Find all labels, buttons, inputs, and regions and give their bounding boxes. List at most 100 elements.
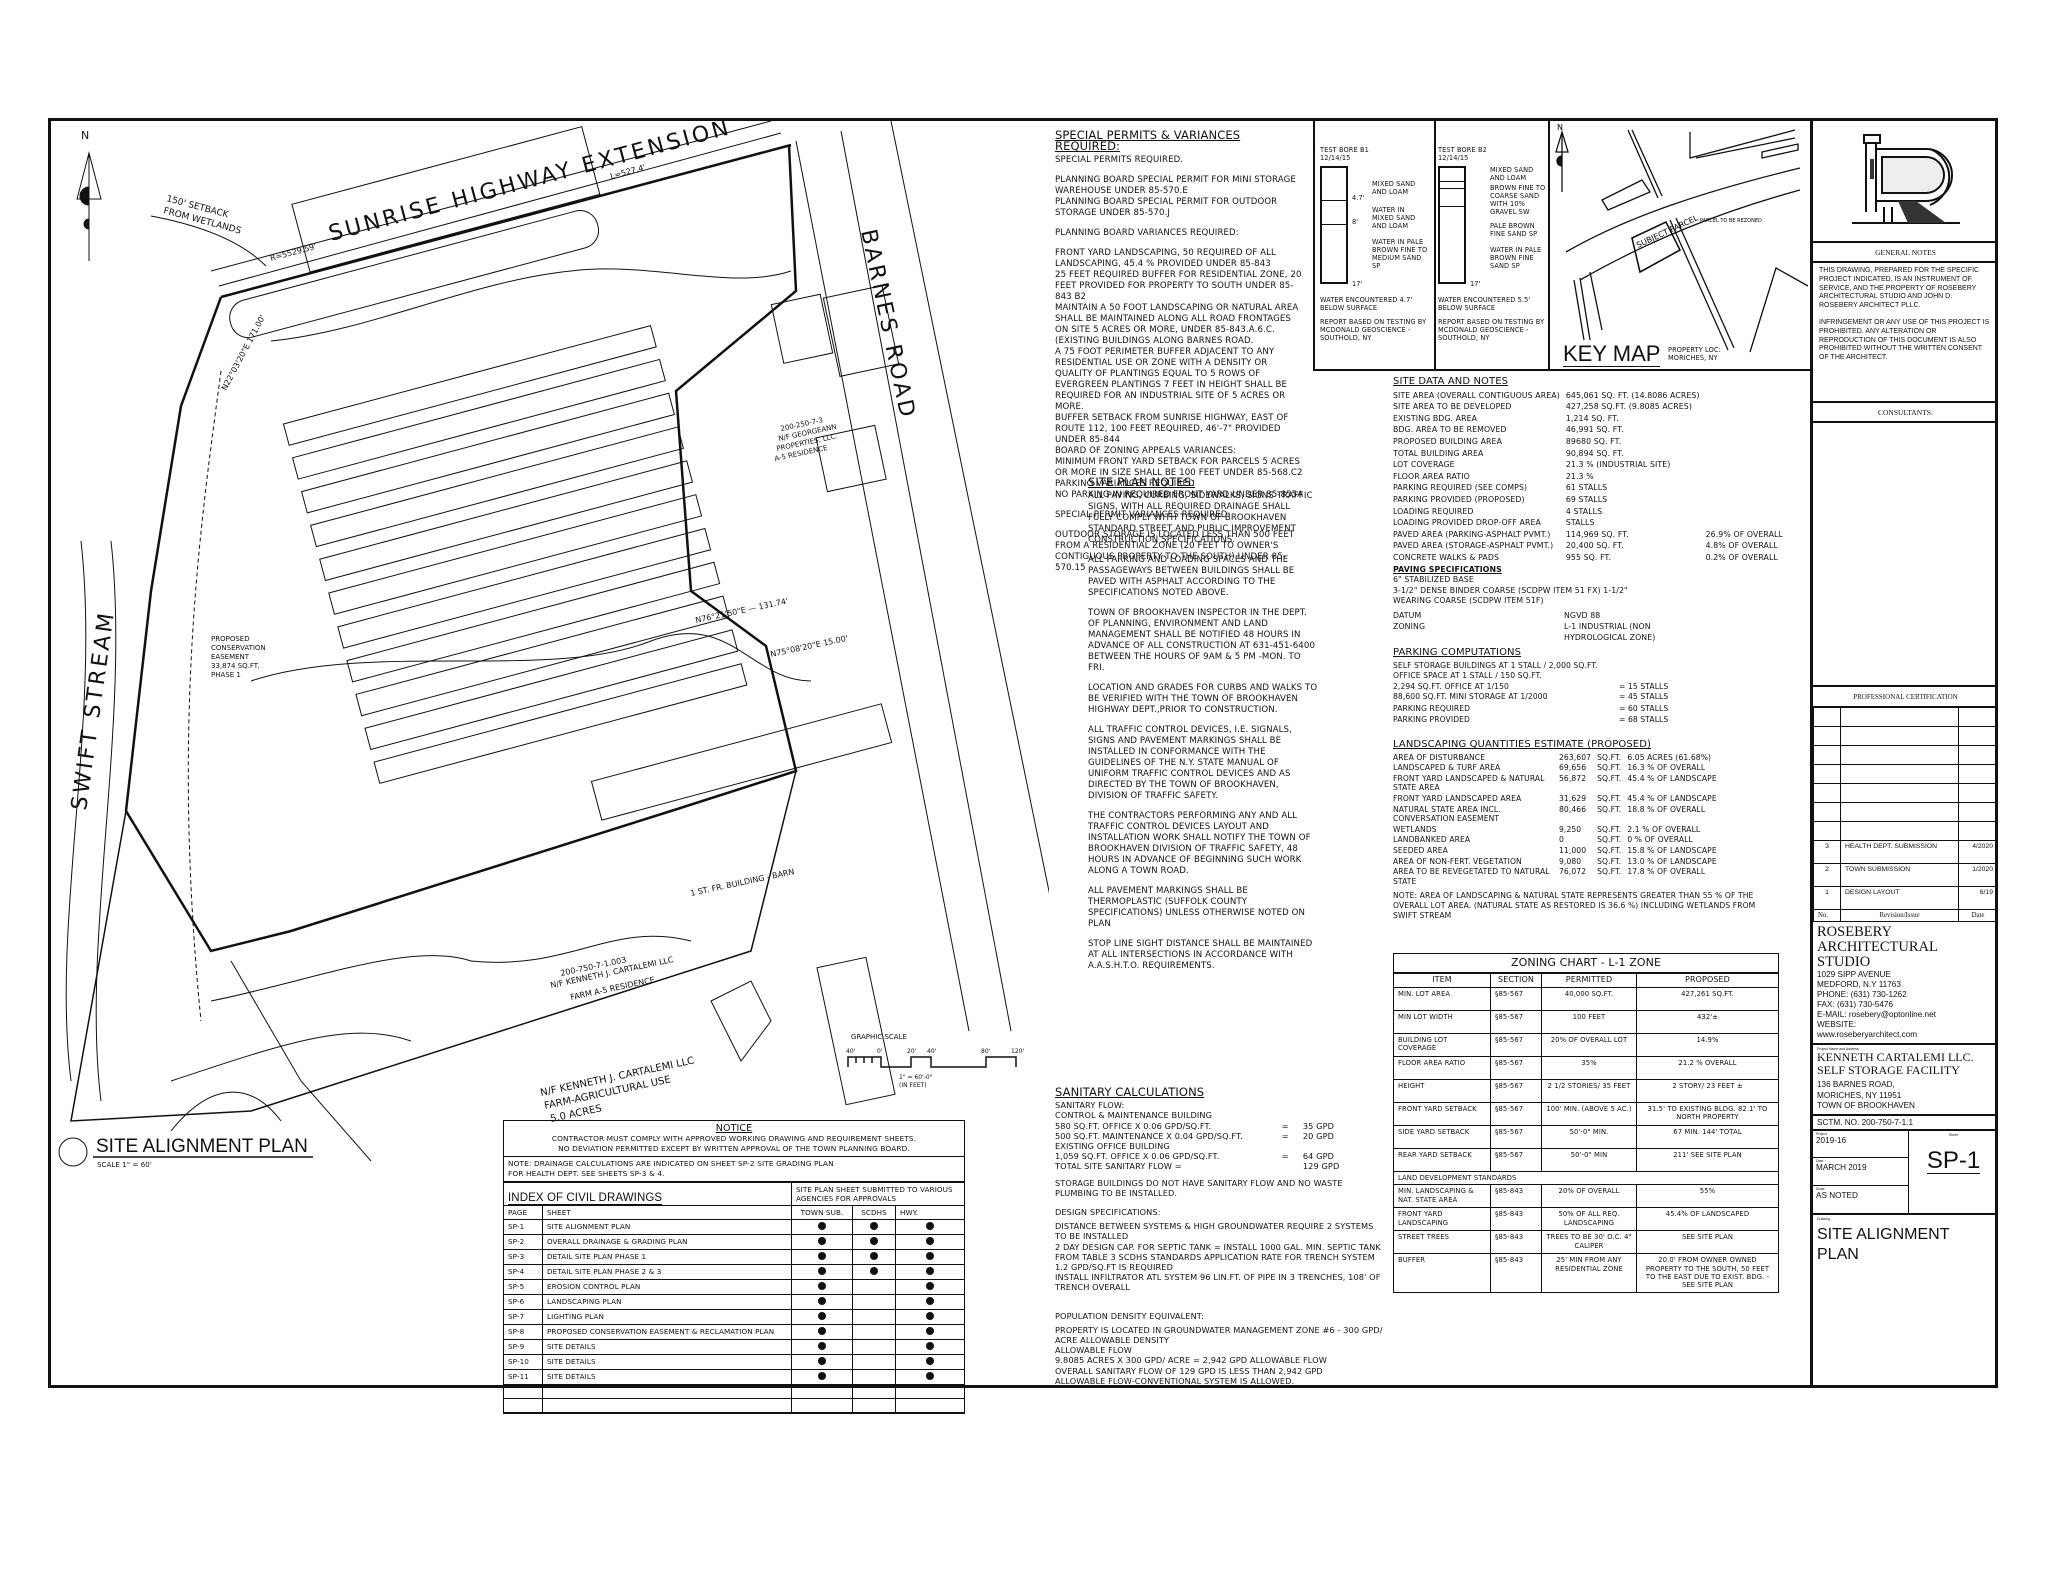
index-scdhs-cell [852,1339,896,1355]
revision-cell [1813,764,1841,784]
zoning-cell: BUFFER [1393,1253,1491,1293]
zoning-cell: FRONT YARD SETBACK [1393,1101,1491,1126]
index-hwy-cell [895,1354,964,1370]
index-page: SP-7 [504,1309,543,1325]
zoning-cell: 67 MIN. 144' TOTAL [1636,1124,1779,1149]
svg-text:(IN FEET): (IN FEET) [899,1082,927,1089]
submitted-dot-icon [870,1267,878,1275]
site-data-cell: 20,400 SQ. FT. [1565,541,1624,551]
permit-paragraph: PLANNING BOARD VARIANCES REQUIRED: [1055,228,1239,238]
submitted-dot-icon [818,1237,826,1245]
revision-cell [1958,726,1998,746]
general-notes-text: THIS DRAWING, PREPARED FOR THE SPECIFIC … [1819,267,1980,310]
zoning-cell: §85-567 [1490,1055,1542,1080]
index-hwy-cell [895,1264,964,1280]
bore-column-icon [1438,166,1466,284]
index-town-cell [791,1249,853,1265]
site-data-row: PAVED AREA (STORAGE-ASPHALT PVMT.)20,400… [1393,541,1789,553]
revision-row-empty [1813,783,1998,803]
index-page: SP-11 [504,1369,543,1385]
site-data-cell: LOADING PROVIDED DROP-OFF AREA [1393,518,1541,528]
submitted-dot-icon [926,1267,934,1275]
zoning-cell: BUILDING LOT COVERAGE [1393,1032,1491,1057]
revision-row-empty [1813,745,1998,765]
bore-depth: 17' [1470,280,1481,288]
col-header-sheet: SHEET [542,1205,792,1220]
submitted-dot-icon [870,1237,878,1245]
sanitary-value: 129 GPD [1302,1161,1340,1172]
submitted-dot-icon [926,1237,934,1245]
special-permits-heading: SPECIAL PERMITS & VARIANCES REQUIRED: [1055,128,1241,153]
landscaping-row: FRONT YARD LANDSCAPED & NATURAL STATE AR… [1393,774,1723,794]
landscaping-cell: SQ.FT. [1597,856,1622,866]
index-page [504,1398,543,1413]
landscaping-cell: 31,629 [1559,793,1587,803]
sanitary-label: EXISTING OFFICE BUILDING [1055,1141,1170,1152]
site-data-cell: FLOOR AREA RATIO [1393,471,1470,481]
landscaping-cell: AREA TO BE REVEGETATED TO NATURAL STATE [1393,867,1550,886]
site-note-paragraph: STOP LINE SIGHT DISTANCE SHALL BE MAINTA… [1088,939,1313,971]
submitted-dot-icon [818,1252,826,1260]
rev-header-no: No. [1813,909,1841,922]
notice-title: NOTICE [715,1123,753,1134]
project-label: Project Name and Address [1817,1047,1859,1051]
zoning-value: L-1 INDUSTRIAL (NON HYDROLOGICAL ZONE) [1564,622,1656,643]
landscaping-row: NATURAL STATE AREA INCL. CONVERSATION EA… [1393,805,1723,825]
landscaping-cell: 0 % OF OVERALL [1627,835,1693,845]
submitted-dot-icon [926,1252,934,1260]
design-spec-text: DISTANCE BETWEEN SYSTEMS & HIGH GROUNDWA… [1055,1221,1381,1293]
drawing-title-box: Drawing SITE ALIGNMENT PLAN [1813,1215,1998,1267]
index-row [504,1398,964,1413]
key-map-property-loc: PROPERTY LOC: MORICHES, NY [1668,346,1721,362]
firm-email[interactable]: E-MAIL: rosebery@optonline.net [1817,1010,1936,1019]
zoning-cell: 20.0' FROM OWNER OWNED PROPERTY TO THE S… [1636,1253,1779,1293]
index-hwy-cell [895,1339,964,1355]
revision-cell [1813,707,1841,727]
sanitary-row: 1,059 SQ.FT. OFFICE X 0.06 GPD/SQ.FT.=64… [1055,1151,1345,1161]
site-data-row: PAVED AREA (PARKING-ASPHALT PVMT.)114,96… [1393,530,1789,542]
plan-scale: SCALE 1" = 60' [97,1161,152,1169]
bore-date: 12/14/15 [1320,154,1351,162]
landscaping-cell: 15.8 % OF LANDSCAPE [1627,845,1717,855]
site-data-block: SITE DATA AND NOTES SITE AREA (OVERALL C… [1393,376,1793,645]
index-town-cell [791,1264,853,1280]
col-header-hwy: HWY. [895,1205,964,1220]
landscaping-cell: WETLANDS [1393,824,1437,834]
site-data-cell: 4 STALLS [1565,506,1603,516]
notice-text: CONTRACTOR MUST COMPLY WITH APPROVED WOR… [551,1134,917,1153]
zoning-cell: §85-567 [1490,1101,1542,1126]
sanitary-label: 500 SQ.FT. MAINTENANCE X 0.04 GPD/SQ.FT. [1055,1130,1243,1141]
sanitary-storage-note: STORAGE BUILDINGS DO NOT HAVE SANITARY F… [1055,1177,1343,1198]
index-page [504,1384,543,1399]
site-data-cell: SITE AREA (OVERALL CONTIGUOUS AREA) [1393,390,1560,400]
index-hwy-cell [895,1369,964,1385]
svg-text:0': 0' [877,1048,883,1055]
site-plan-notes-text: ALL PAVING, CURBING, SIDEWALKS, SIGNS TR… [1088,491,1318,972]
index-hwy-cell [895,1309,964,1325]
landscaping-cell: SQ.FT. [1597,867,1622,877]
zoning-cell: §85-843 [1490,1253,1542,1293]
site-data-cell: LOT COVERAGE [1393,460,1455,470]
landscaping-cell: 263,607 [1559,752,1592,762]
svg-text:1 ST. FR. BUILDING - BARN: 1 ST. FR. BUILDING - BARN [690,867,796,898]
site-data-cell: 90,894 SQ. FT. [1565,448,1624,458]
bores-keymap-frame [1313,118,1810,371]
site-note-paragraph: ALL PARKING AND LOADING SPACES AND THE P… [1088,555,1295,598]
firm-website[interactable]: www.roseberyarchitect.com [1817,1030,1918,1039]
landscaping-cell: 9,080 [1559,856,1582,866]
index-page: SP-8 [504,1324,543,1340]
bore-title: TEST BORE B2 [1438,146,1487,154]
zoning-chart: ZONING CHART - L-1 ZONE ITEM SECTION PER… [1393,953,1779,1293]
site-note-paragraph: LOCATION AND GRADES FOR CURBS AND WALKS … [1088,683,1318,715]
zoning-cell: 2 STORY/ 23 FEET ± [1636,1078,1779,1103]
zoning-cell: 45.4% OF LANDSCAPED [1636,1207,1779,1232]
special-permits-text: SPECIAL PERMITS REQUIRED.PLANNING BOARD … [1055,155,1307,574]
bore-depth: 4.7' [1352,194,1365,202]
